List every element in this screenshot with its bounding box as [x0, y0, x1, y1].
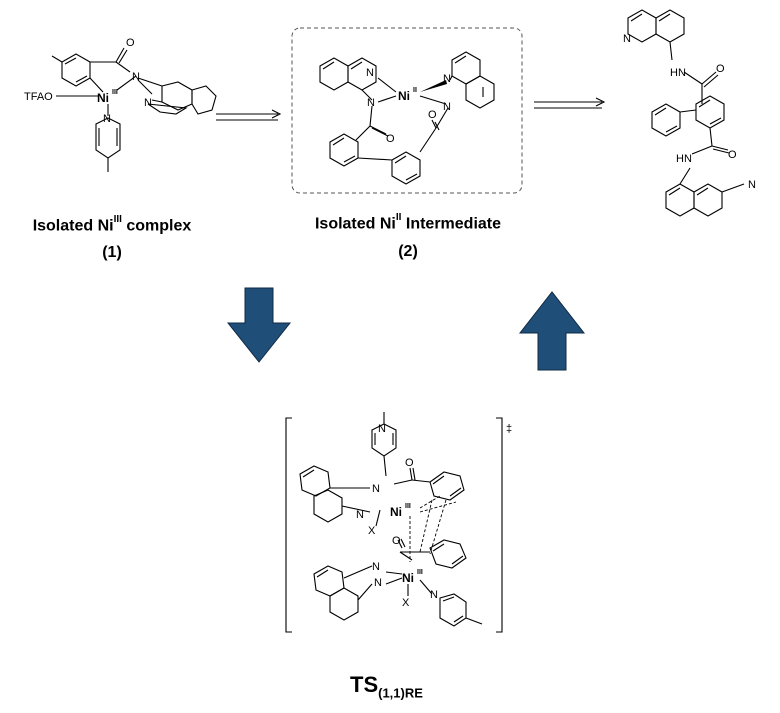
c2-oxygen-1: O: [386, 133, 395, 145]
product-structure: N H N O O HN N: [623, 9, 756, 217]
c1-tfao-label: TFAO: [24, 91, 53, 103]
compound-2-number: (2): [294, 243, 522, 261]
product-nitrogen-bottom: N: [748, 179, 756, 191]
ts-nickel-1: Ni: [390, 505, 402, 519]
c2-oxygen-2: O: [428, 109, 437, 121]
ts-nitrogen-2: N: [372, 483, 380, 495]
c2-caption-sup: II: [395, 212, 402, 223]
product-oxygen-top: O: [716, 63, 725, 75]
ts-label-sub: (1,1)RE: [378, 685, 423, 701]
compound-1-number: (1): [10, 244, 214, 262]
ts-oxygen-1: O: [405, 457, 414, 469]
ts-nitrogen-3: N: [356, 509, 364, 521]
c2-nickel-oxidation: II: [413, 87, 417, 94]
product-oxygen-bottom: O: [728, 149, 737, 161]
ts-nitrogen-5: N: [374, 577, 382, 589]
c1-caption-text-2: complex: [121, 217, 192, 235]
c2-caption-text-2: Intermediate: [401, 215, 502, 233]
ts-brackets: [285, 417, 503, 633]
compound-2-structure: N N N N O O Ni II: [319, 51, 495, 185]
block-arrow-up: [518, 291, 586, 371]
ts-x-2: X: [402, 597, 410, 609]
ts-x-1: X: [368, 525, 376, 537]
c2-nickel: Ni: [398, 89, 410, 103]
compound-2-caption: Isolated NiII Intermediate: [294, 212, 522, 233]
compound-1-caption: Isolated NiIII complex: [10, 214, 214, 235]
ts-nitrogen-py1: N: [378, 423, 386, 435]
ts-nitrogen-py2: N: [430, 589, 438, 601]
c2-nitrogen-4: N: [443, 101, 451, 113]
ts-nitrogen-4: N: [372, 561, 380, 573]
c1-nickel: Ni: [97, 91, 109, 105]
block-arrow-down: [226, 287, 292, 363]
product-hn-top-n: N: [678, 67, 686, 79]
c1-number-text: (1): [102, 244, 122, 261]
c1-nitrogen-2: N: [144, 97, 152, 109]
ts-label: TS(1,1)RE: [350, 672, 423, 700]
c2-nitrogen-3: N: [443, 73, 451, 85]
c1-nitrogen-3: N: [103, 113, 111, 125]
equilibrium-arrow-2-to-product: [534, 97, 606, 109]
c1-caption-sup: III: [113, 214, 122, 225]
c1-nitrogen-1: N: [132, 71, 140, 83]
compound-1-structure: O N N N TFAO Ni III: [24, 37, 217, 172]
ts-structure: N N N O X Ni III O N N Ni III X N: [299, 412, 483, 627]
c1-caption-text: Isolated Ni: [32, 217, 114, 235]
ts-oxygen-2: O: [392, 535, 401, 547]
c1-nickel-oxidation: III: [112, 89, 118, 96]
c1-oxygen: O: [126, 37, 135, 49]
c2-nitrogen-1: N: [366, 67, 374, 79]
c2-number-text: (2): [398, 243, 418, 260]
c2-nitrogen-2: N: [367, 97, 375, 109]
product-hn-top-h: H: [670, 67, 678, 79]
product-hn-bottom: HN: [676, 153, 692, 165]
c2-caption-text: Isolated Ni: [314, 215, 396, 233]
equilibrium-arrow-1-to-2: [216, 109, 282, 121]
product-nitrogen-top: N: [623, 33, 631, 45]
ts-label-main: TS: [350, 672, 379, 697]
ts-nickel-2-oxidation: III: [417, 569, 423, 576]
compound-2-dashed-box: [291, 27, 523, 194]
ts-nickel-1-oxidation: III: [405, 503, 411, 510]
ts-double-dagger: ‡: [506, 423, 512, 435]
ts-nickel-2: Ni: [402, 571, 414, 585]
